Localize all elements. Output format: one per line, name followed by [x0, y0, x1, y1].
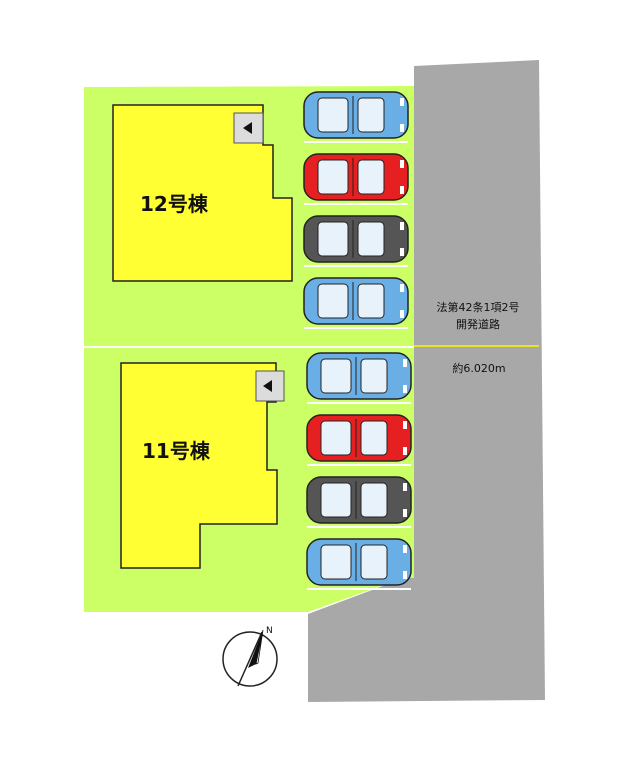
parking-spaces: [303, 91, 412, 590]
north-arrow-icon: N: [222, 626, 278, 687]
road-name-label: 開発道路: [456, 317, 500, 331]
parked-car-icon: [306, 538, 412, 590]
entrance-arrow-icon: [263, 380, 272, 392]
building-11-label: 11号棟: [142, 439, 211, 463]
parked-car-icon: [306, 476, 412, 528]
parked-car-icon: [306, 352, 412, 404]
parked-car-icon: [303, 153, 409, 205]
parked-car-icon: [303, 277, 409, 329]
road-width-label: 約6.020m: [452, 361, 505, 375]
parked-car-icon: [306, 414, 412, 466]
parked-car-icon: [303, 215, 409, 267]
building-12-label: 12号棟: [140, 192, 209, 216]
north-label: N: [266, 626, 273, 636]
parked-car-icon: [303, 91, 409, 143]
entrance-arrow-icon: [243, 122, 252, 134]
road-classification-label: 法第42条1項2号: [437, 300, 520, 314]
road-area: [308, 60, 545, 702]
